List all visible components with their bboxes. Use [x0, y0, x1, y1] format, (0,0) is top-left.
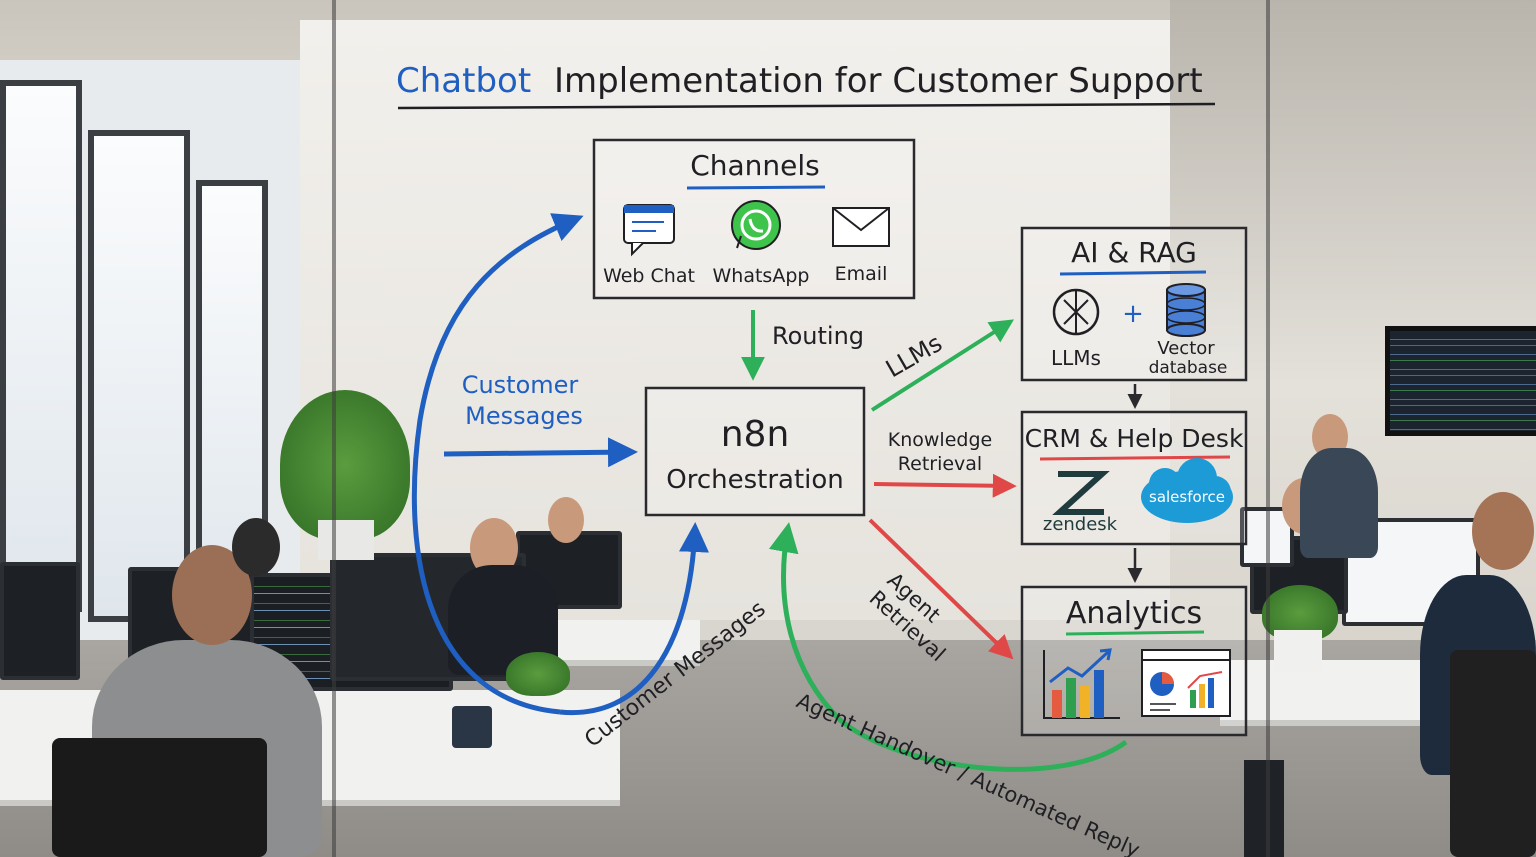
customer-messages-in-label-1: Customer: [462, 371, 579, 399]
analytics-title: Analytics: [1066, 596, 1202, 631]
title-highlight: Chatbot: [396, 61, 531, 101]
orchestration-node: n8n Orchestration: [644, 386, 866, 517]
crm-node: CRM & Help Desk zendesk salesforce: [1020, 410, 1248, 546]
openai-knot-icon: [1052, 288, 1100, 336]
customer-messages-loop-label: Customer Messages: [580, 597, 770, 753]
ai-rag-label-llms: LLMs: [1051, 346, 1101, 370]
knowledge-arrow: [873, 473, 1017, 498]
channel-label-web-chat: Web Chat: [603, 265, 695, 287]
whatsapp-icon: [731, 200, 781, 250]
title-underline: [397, 102, 1216, 110]
salesforce-cloud-icon: [1141, 458, 1233, 523]
channel-label-whatsapp: WhatsApp: [713, 265, 810, 287]
ai-rag-joiner: +: [1122, 299, 1144, 329]
database-icon: [1166, 283, 1206, 337]
channels-feedback-arrow: [411, 213, 584, 715]
office-chair: [1450, 650, 1536, 857]
title-rest: Implementation for Customer Support: [554, 61, 1203, 101]
routing-label: Routing: [772, 322, 864, 350]
ai-rag-label-vector: Vector: [1157, 338, 1215, 359]
diagram-title: Chatbot Implementation for Customer Supp…: [396, 61, 1203, 101]
pc-tower: [1244, 760, 1284, 857]
llms-label: LLMs: [881, 329, 947, 383]
channels-node: Channels Web Chat WhatsApp Email: [592, 138, 916, 300]
knowledge-label-1: Knowledge: [888, 429, 992, 451]
plant: [506, 652, 570, 696]
agent-retrieval-arrow: [868, 518, 1014, 660]
customer-messages-in-arrow: [443, 437, 638, 468]
person: [1300, 448, 1378, 558]
zendesk-logo-icon: [1052, 471, 1110, 515]
handover-arrow: [768, 522, 1128, 772]
wall-monitor: [1385, 326, 1536, 436]
plant: [280, 390, 410, 540]
person-head: [1472, 492, 1534, 570]
channels-underline: [686, 185, 826, 190]
office-chair: [52, 738, 267, 857]
ai-rag-underline: [1059, 270, 1207, 276]
analytics-underline: [1065, 630, 1205, 636]
back-wall: [300, 20, 1200, 620]
dashboard-icon: [1141, 649, 1231, 717]
channel-label-email: Email: [835, 263, 888, 285]
envelope-icon: [832, 207, 890, 247]
orchestration-box: [644, 386, 866, 517]
person-head: [548, 497, 584, 543]
glass-frame: [1266, 0, 1270, 857]
crm-label-zendesk: zendesk: [1043, 514, 1118, 535]
customer-messages-in-label-2: Messages: [465, 402, 583, 430]
orchestration-line1: n8n: [721, 414, 790, 455]
crm-label-salesforce: salesforce: [1149, 488, 1225, 506]
plant-pot: [318, 520, 374, 560]
coffee-mug: [452, 706, 492, 748]
ai-rag-node: AI & RAG + LLMs Vector database: [1020, 226, 1248, 382]
window-pane: [0, 80, 82, 612]
glass-frame: [332, 0, 336, 857]
customer-messages-loop-arrow: [559, 522, 709, 716]
computer-monitor: [0, 562, 80, 680]
ai-rag-title: AI & RAG: [1071, 236, 1197, 269]
chat-bubble-icon: [623, 204, 675, 257]
channels-title: Channels: [690, 149, 820, 182]
plant-pot: [1274, 630, 1322, 672]
analytics-node: Analytics: [1020, 585, 1248, 737]
ai-rag-label-database: database: [1149, 358, 1228, 378]
ai-rag-box: [1020, 226, 1248, 382]
person-head: [232, 518, 280, 576]
crm-title: CRM & Help Desk: [1025, 424, 1244, 453]
crm-underline: [1039, 455, 1231, 461]
knowledge-label-2: Retrieval: [898, 453, 982, 475]
orchestration-line2: Orchestration: [666, 465, 844, 495]
bar-chart-icon: [1043, 648, 1120, 719]
llms-arrow: [870, 319, 1015, 412]
